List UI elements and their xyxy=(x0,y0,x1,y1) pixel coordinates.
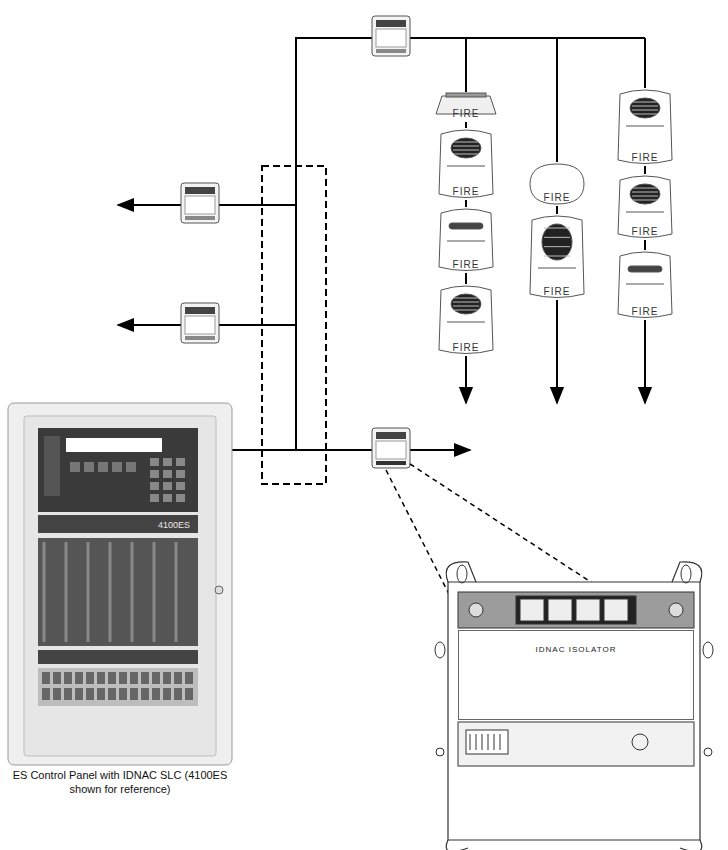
notification-appliance: FIRE xyxy=(528,214,586,300)
control-panel xyxy=(8,403,232,765)
model-label: 4100ES xyxy=(8,517,232,533)
leader-line xyxy=(386,464,600,600)
fire-marking: FIRE xyxy=(632,306,659,320)
notification-appliance: FIRE xyxy=(616,88,674,166)
fire-marking: FIRE xyxy=(544,286,571,300)
notification-appliance: FIRE xyxy=(616,174,674,240)
notification-appliance: FIRE xyxy=(437,128,495,200)
module-title: IDNAC ISOLATOR xyxy=(459,645,693,654)
fire-marking: FIRE xyxy=(453,186,480,200)
module-label: IDNAC ISOLATOR xyxy=(458,630,694,720)
fire-marking: FIRE xyxy=(453,259,480,273)
notification-appliance: FIRE xyxy=(528,162,586,206)
wiring xyxy=(118,38,645,450)
fire-marking: FIRE xyxy=(632,152,659,166)
wire xyxy=(465,273,467,284)
dashed-bracket xyxy=(262,166,326,484)
wire xyxy=(644,166,646,174)
notification-appliance: FIRE xyxy=(437,284,495,356)
fire-marking: FIRE xyxy=(544,192,571,206)
notification-appliance: FIRE xyxy=(437,207,495,273)
notification-appliance: FIRE xyxy=(432,92,500,122)
fire-marking: FIRE xyxy=(632,226,659,240)
isolator-detail xyxy=(435,562,713,850)
panel-detail xyxy=(42,458,193,700)
caption: ES Control Panel with IDNAC SLC (4100ES … xyxy=(4,769,236,797)
wire xyxy=(644,240,646,250)
notification-appliance: FIRE xyxy=(616,250,674,320)
fire-marking: FIRE xyxy=(453,108,480,122)
isolator-module xyxy=(181,16,410,468)
wire xyxy=(556,206,558,214)
wire xyxy=(465,200,467,207)
fire-marking: FIRE xyxy=(453,342,480,356)
control-panel: 4100ES xyxy=(8,403,232,765)
